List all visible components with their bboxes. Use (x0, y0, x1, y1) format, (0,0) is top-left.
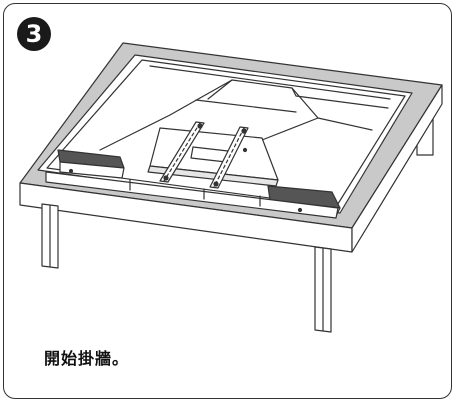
wall-mount-bracket-right (209, 126, 249, 189)
wall-mount-bracket-left (159, 121, 205, 183)
table-leg-front-right (314, 246, 332, 333)
screw-markers (68, 147, 303, 213)
tv-back-panel (37, 54, 413, 214)
speaker-grille-left (57, 149, 125, 179)
tv-bottom-bezel (45, 171, 339, 219)
instruction-caption: 開始掛牆。 (44, 349, 130, 368)
table-leg-front-left (41, 203, 59, 269)
step-number-badge: 3 (17, 17, 51, 51)
